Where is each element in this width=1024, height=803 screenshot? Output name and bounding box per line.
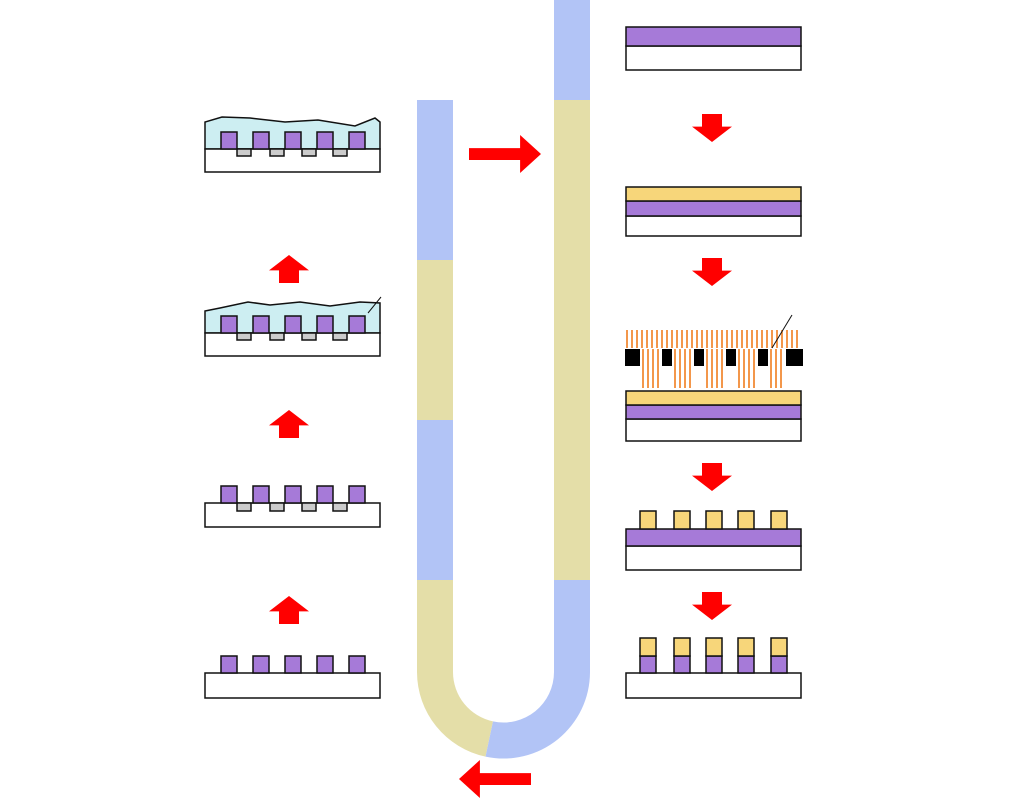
mask-opening: [640, 349, 662, 366]
gray-fill: [236, 148, 252, 157]
gray-fill: [269, 148, 285, 157]
purple-pillar: [770, 655, 788, 674]
purple-layer: [625, 528, 802, 547]
purple-pillar: [316, 131, 334, 150]
gray-fill: [301, 332, 317, 341]
gray-fill: [332, 502, 348, 512]
arrow-down: [692, 463, 732, 491]
gray-fill: [332, 148, 348, 157]
track-left-segment-khaki: [417, 260, 453, 420]
purple-pillar: [348, 485, 366, 504]
substrate: [625, 672, 802, 699]
substrate: [625, 45, 802, 71]
substrate: [625, 418, 802, 442]
purple-pillar: [284, 485, 302, 504]
purple-pillar: [348, 131, 366, 150]
substrate: [625, 545, 802, 571]
gray-fill: [332, 332, 348, 341]
substrate: [204, 672, 381, 699]
purple-pillar: [252, 131, 270, 150]
gray-fill: [301, 148, 317, 157]
purple-pillar: [316, 315, 334, 334]
track-right-segment-blue: [554, 580, 590, 672]
arrow-right: [469, 135, 541, 173]
yellow-cap: [705, 637, 723, 657]
left-column-steps: [204, 116, 382, 699]
track-curve-blue: [485, 672, 590, 759]
arrow-down: [692, 592, 732, 620]
purple-pillar: [284, 655, 302, 674]
gray-fill: [269, 332, 285, 341]
yellow-layer: [625, 390, 802, 406]
arrow-down: [692, 114, 732, 142]
track-left-segment-blue: [417, 100, 453, 260]
arrow-left: [459, 760, 531, 798]
yellow-block: [770, 510, 788, 530]
yellow-cap: [639, 637, 657, 657]
yellow-cap: [770, 637, 788, 657]
track-right-segment-blue: [554, 0, 590, 100]
purple-pillar: [348, 655, 366, 674]
flow-arrows: [269, 114, 732, 798]
gray-fill: [236, 332, 252, 341]
mask-opening: [736, 349, 758, 366]
purple-pillar: [284, 131, 302, 150]
mask-opening: [704, 349, 726, 366]
arrow-down: [692, 258, 732, 286]
purple-layer: [625, 404, 802, 420]
leader-line: [771, 314, 793, 349]
purple-pillar: [639, 655, 657, 674]
purple-pillar: [348, 315, 366, 334]
purple-pillar: [220, 315, 238, 334]
gray-fill: [269, 502, 285, 512]
track-curve-khaki: [417, 672, 493, 757]
yellow-cap: [673, 637, 691, 657]
track-right-segment-khaki: [554, 100, 590, 580]
purple-pillar: [737, 655, 755, 674]
yellow-block: [705, 510, 723, 530]
coated-step-4: [204, 116, 381, 173]
track-left-segment-khaki: [417, 580, 453, 672]
exposure-step: [625, 314, 803, 388]
yellow-block: [673, 510, 691, 530]
purple-pillar: [673, 655, 691, 674]
substrate: [204, 332, 381, 357]
substrate: [204, 148, 381, 173]
mask-opening: [672, 349, 694, 366]
purple-pillar: [220, 655, 238, 674]
yellow-cap: [737, 637, 755, 657]
yellow-layer: [625, 186, 802, 202]
right-column-steps: [625, 26, 803, 699]
yellow-block: [737, 510, 755, 530]
purple-pillar: [316, 485, 334, 504]
arrow-up: [269, 596, 309, 624]
leader-line: [367, 296, 382, 314]
purple-pillar: [252, 485, 270, 504]
purple-pillar: [284, 315, 302, 334]
u-shaped-track: [417, 0, 590, 759]
purple-layer: [625, 200, 802, 217]
purple-pillar: [705, 655, 723, 674]
yellow-block: [639, 510, 657, 530]
substrate: [204, 502, 381, 528]
purple-pillar: [220, 485, 238, 504]
purple-pillar: [252, 315, 270, 334]
purple-pillar: [316, 655, 334, 674]
purple-pillar: [252, 655, 270, 674]
purple-pillar: [220, 131, 238, 150]
substrate: [625, 215, 802, 237]
gray-fill: [236, 502, 252, 512]
purple-layer: [625, 26, 802, 47]
arrow-up: [269, 410, 309, 438]
track-left-segment-blue: [417, 420, 453, 580]
coated-step-3: [204, 301, 381, 357]
arrow-up: [269, 255, 309, 283]
gray-fill: [301, 502, 317, 512]
